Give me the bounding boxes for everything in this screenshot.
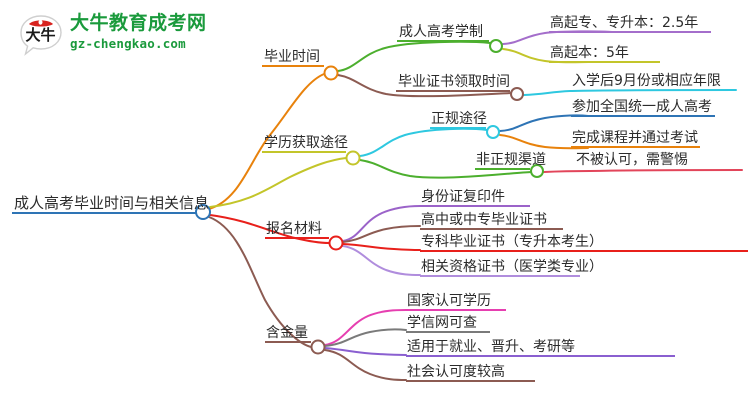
leaf-label-join-exam[interactable]: 参加全国统一成人高考	[572, 99, 712, 115]
branch-label-materials[interactable]: 报名材料	[266, 221, 322, 237]
node-label-school-system[interactable]: 成人高考学制	[399, 24, 483, 40]
speech-bubble-logo-icon: 大牛	[20, 15, 62, 56]
leaf-label-not-recognized[interactable]: 不被认可，需警惕	[576, 152, 688, 168]
node-circle-school-system[interactable]	[489, 39, 503, 53]
node-circle-materials[interactable]	[328, 235, 344, 251]
leaf-label-benke-years[interactable]: 高起本：5年	[550, 45, 629, 61]
leaf-label-highschool-cert[interactable]: 高中或中专毕业证书	[421, 212, 547, 228]
node-circle-informal-path[interactable]	[530, 164, 544, 178]
edge-root-to-value	[208, 216, 312, 348]
edge-to-formal-path	[359, 127, 488, 157]
svg-text:大牛: 大牛	[25, 26, 55, 44]
edge-to-social-recognition	[324, 349, 407, 381]
branch-label-degree-path[interactable]: 学历获取途径	[264, 135, 348, 151]
node-label-cert-collect-time[interactable]: 毕业证书领取时间	[398, 74, 510, 90]
leaf-label-national-degree[interactable]: 国家认可学历	[407, 293, 491, 309]
root-node-label[interactable]: 成人高考毕业时间与相关信息	[14, 194, 210, 212]
edge-to-enroll-month	[523, 89, 737, 96]
edge-to-college-cert	[342, 243, 421, 251]
leaf-label-enroll-month[interactable]: 入学后9月份或相应年限	[572, 73, 721, 89]
leaf-label-social-recognition[interactable]: 社会认可度较高	[407, 364, 505, 380]
node-label-formal-path[interactable]: 正规途径	[431, 111, 487, 127]
leaf-label-chsi-check[interactable]: 学信网可查	[407, 315, 477, 331]
edge-to-zhuanke-years	[502, 30, 613, 45]
edge-to-finish-course	[499, 134, 589, 150]
leaf-label-employment-use[interactable]: 适用于就业、晋升、考研等	[407, 339, 575, 355]
brand-url: gz-chengkao.com	[70, 36, 186, 51]
edge-root-to-graduation-time	[208, 73, 325, 210]
edge-to-id-copy	[342, 205, 421, 242]
edge-to-highschool-cert	[342, 225, 421, 243]
edge-root-to-degree-path	[209, 157, 347, 208]
leaf-label-id-copy[interactable]: 身份证复印件	[421, 189, 505, 205]
branch-label-value[interactable]: 含金量	[266, 325, 308, 341]
node-circle-graduation-time[interactable]	[323, 65, 339, 81]
site-logo[interactable]: 大牛 大牛教育成考网 gz-chengkao.com	[18, 10, 248, 62]
leaf-label-zhuanke-years[interactable]: 高起专、专升本：2.5年	[550, 15, 699, 31]
node-circle-cert-collect-time[interactable]	[510, 87, 524, 101]
node-label-informal-path[interactable]: 非正规渠道	[476, 152, 546, 168]
edge-to-informal-path	[359, 159, 532, 179]
node-circle-value[interactable]	[310, 339, 326, 355]
edge-to-qualification-cert	[342, 245, 421, 276]
leaf-label-college-cert[interactable]: 专科毕业证书（专升本考生）	[421, 234, 603, 250]
logo-text-group: 大牛教育成考网 gz-chengkao.com	[70, 12, 245, 52]
edge-to-employment-use	[324, 347, 407, 356]
brand-name-cn: 大牛教育成考网	[70, 12, 207, 34]
edge-to-cert-collect-time	[337, 74, 512, 98]
node-circle-degree-path[interactable]	[345, 150, 361, 166]
branch-label-graduation-time[interactable]: 毕业时间	[264, 49, 320, 65]
leaf-label-finish-course[interactable]: 完成课程并通过考试	[572, 130, 698, 146]
leaf-label-qualification-cert[interactable]: 相关资格证书（医学类专业）	[421, 259, 603, 275]
node-circle-formal-path[interactable]	[486, 125, 500, 139]
edge-to-national-degree	[324, 309, 407, 346]
node-circle-root[interactable]	[195, 204, 211, 220]
edge-to-not-recognized	[543, 169, 743, 173]
edge-to-chsi-check	[324, 328, 407, 347]
edge-to-school-system	[337, 40, 491, 72]
